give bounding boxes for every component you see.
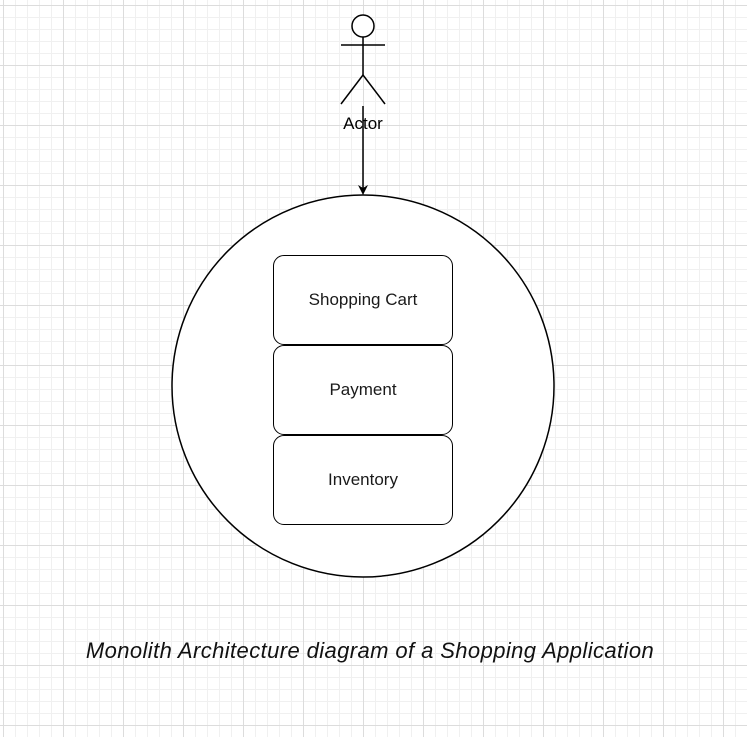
actor-right-leg — [362, 74, 386, 105]
diagram-caption: Monolith Architecture diagram of a Shopp… — [85, 638, 655, 663]
actor-label: Actor — [343, 114, 383, 133]
payment-component[interactable]: Payment — [273, 345, 453, 435]
shopping-cart-component[interactable]: Shopping Cart — [273, 255, 453, 345]
actor-figure[interactable] — [340, 14, 386, 105]
actor-head — [351, 14, 375, 38]
actor-left-leg — [340, 74, 364, 105]
inventory-component[interactable]: Inventory — [273, 435, 453, 525]
